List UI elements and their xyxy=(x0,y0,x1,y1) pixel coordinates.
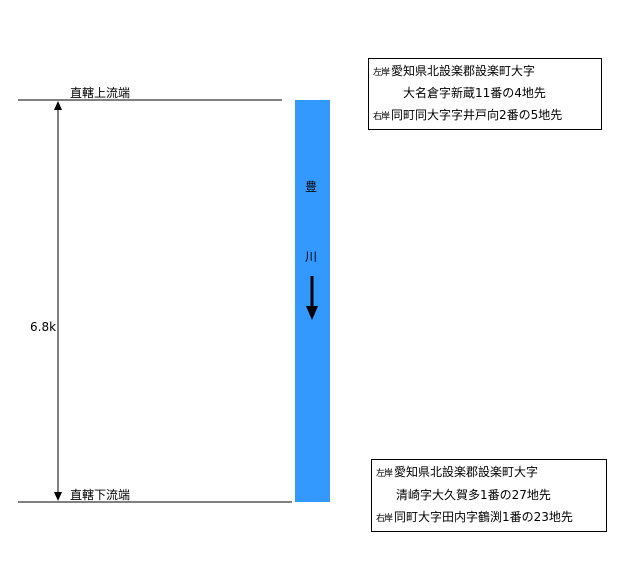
downstream-end-label: 直轄下流端 xyxy=(70,488,131,502)
upper-box-line-1: 愛知県北設楽郡設楽町大字 xyxy=(391,64,536,78)
right-bank-marker: 右岸 xyxy=(376,514,393,524)
dimension-arrowhead-bottom xyxy=(54,492,62,501)
lower-location-box: 左岸愛知県北設楽郡設楽町大字 清崎字大久賀多1番の27地先 右岸同町大字田内字鶴… xyxy=(371,459,607,532)
upper-location-box: 左岸愛知県北設楽郡設楽町大字 大名倉字新蔵11番の4地先 右岸同町同大字字井戸向… xyxy=(368,58,602,130)
flow-direction-arrowhead xyxy=(306,306,318,320)
upper-box-line-2: 大名倉字新蔵11番の4地先 xyxy=(403,86,546,100)
upper-box-row-1: 左岸愛知県北設楽郡設楽町大字 xyxy=(373,64,535,80)
lower-box-line-1: 愛知県北設楽郡設楽町大字 xyxy=(394,465,539,479)
right-bank-marker: 右岸 xyxy=(373,112,390,122)
lower-box-line-3: 同町大字田内字鶴渕1番の23地先 xyxy=(394,510,573,524)
upstream-end-label: 直轄上流端 xyxy=(70,86,131,100)
upper-box-line-3: 同町同大字字井戸向2番の5地先 xyxy=(391,108,563,122)
river-name-char-1: 豊 xyxy=(305,180,318,194)
left-bank-marker: 左岸 xyxy=(376,469,393,479)
dimension-arrowhead-top xyxy=(54,101,62,110)
river-name-char-2: 川 xyxy=(305,250,318,264)
left-bank-marker: 左岸 xyxy=(373,68,390,78)
upper-box-row-3: 右岸同町同大字字井戸向2番の5地先 xyxy=(373,108,562,124)
distance-label: 6.8k xyxy=(30,320,57,334)
lower-box-line-2: 清崎字大久賀多1番の27地先 xyxy=(396,488,551,502)
lower-box-row-3: 右岸同町大字田内字鶴渕1番の23地先 xyxy=(376,510,573,526)
lower-box-row-1: 左岸愛知県北設楽郡設楽町大字 xyxy=(376,465,538,481)
